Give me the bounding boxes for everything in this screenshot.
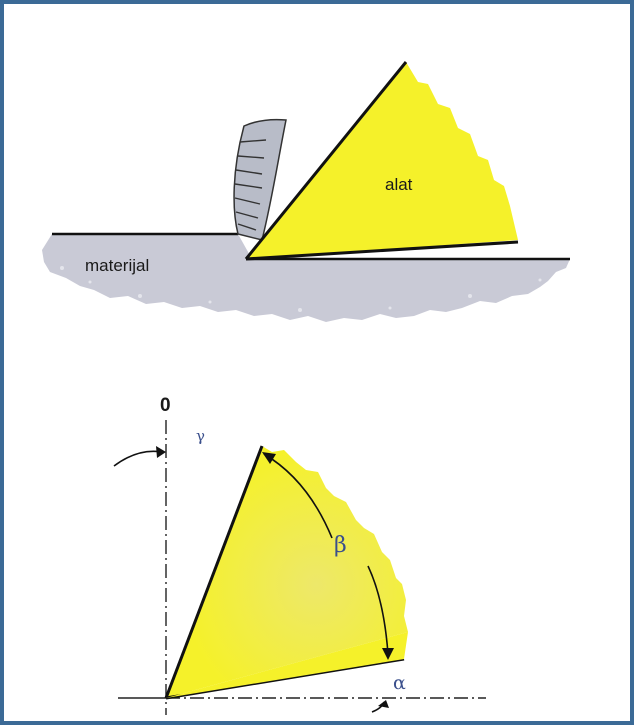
tool-rake-face [244, 61, 408, 260]
top-figure: materijal alat [42, 61, 570, 322]
gamma-arrowhead [156, 446, 166, 458]
reference-label: 0 [160, 395, 171, 416]
chip [233, 118, 287, 241]
tool-body [246, 62, 518, 259]
bottom-figure: 0 γ β α [113, 395, 486, 715]
gamma-label: γ [196, 427, 205, 445]
alpha-arrowhead [378, 700, 389, 708]
beta-arc-lower [367, 565, 389, 655]
tool-flank-face [245, 240, 519, 261]
alpha-label: α [393, 672, 406, 694]
tool-wedge [166, 446, 408, 698]
beta-arc-upper [263, 453, 333, 539]
beta-arrowhead-upper [262, 452, 276, 464]
material-label: materijal [85, 256, 149, 275]
beta-label: β [334, 533, 347, 558]
gamma-arc [113, 450, 163, 467]
workpiece-texture [60, 266, 542, 312]
beta-arrowhead-lower [382, 648, 394, 660]
wedge-rake-face [164, 445, 264, 699]
tool-label: alat [385, 175, 413, 194]
chip-serrations [234, 139, 267, 231]
tool-wedge-lower [166, 632, 408, 698]
workpiece [42, 234, 570, 322]
